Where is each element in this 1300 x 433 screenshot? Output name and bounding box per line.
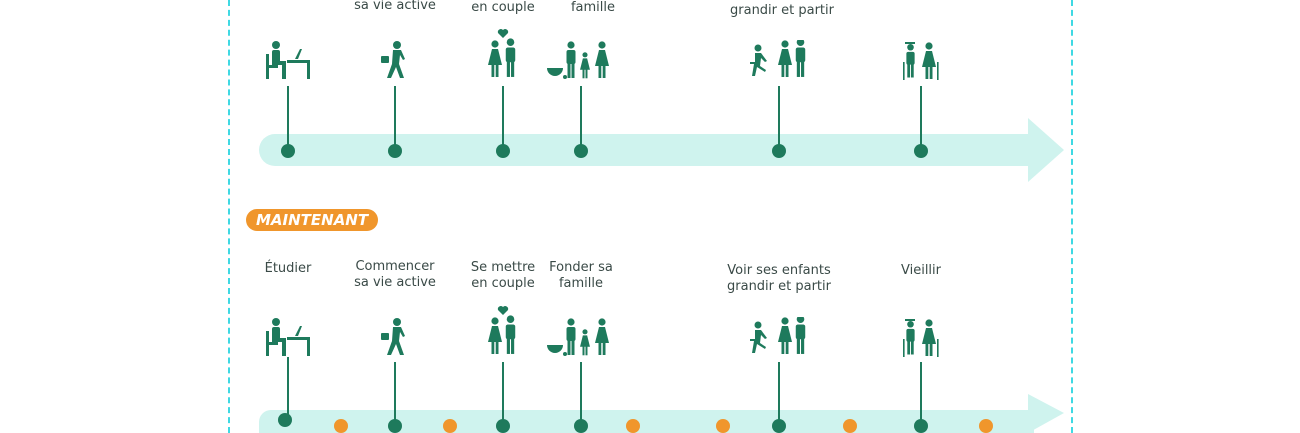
milestone-dot xyxy=(574,419,588,433)
milestone-label: Étudier xyxy=(265,261,312,277)
timeline-stem xyxy=(394,86,396,150)
elderly-couple-icon xyxy=(902,317,940,357)
arrow-head-top xyxy=(1028,118,1064,182)
milestone-label: Vieillir xyxy=(901,263,941,279)
maintenant-badge: MAINTENANT xyxy=(246,209,379,231)
couple-heart-icon xyxy=(486,28,520,78)
milestone-dot xyxy=(281,144,295,158)
milestone-dot xyxy=(772,144,786,158)
label-line-2: famille xyxy=(558,276,604,291)
couple-heart-icon xyxy=(486,305,520,355)
label-line-1: Voir ses enfants xyxy=(727,263,831,278)
timeline-stem xyxy=(287,86,289,150)
timeline-stem xyxy=(778,362,780,424)
top-label-famille: famille xyxy=(570,0,616,15)
label-line-1: Se mettre xyxy=(470,260,536,275)
orange-marker-dot xyxy=(716,419,730,433)
label-line-2: sa vie active xyxy=(354,275,436,290)
label-line-1: Étudier xyxy=(264,261,312,276)
orange-marker-dot xyxy=(626,419,640,433)
milestone-dot xyxy=(914,419,928,433)
milestone-dot xyxy=(388,419,402,433)
milestone-dot xyxy=(278,413,292,427)
timeline-stem xyxy=(920,86,922,150)
milestone-dot xyxy=(388,144,402,158)
label-line-1: Fonder sa xyxy=(549,260,613,275)
timeline-stem xyxy=(502,362,504,424)
orange-marker-dot xyxy=(843,419,857,433)
label-line-1: Commencer xyxy=(355,259,435,274)
timeline-stem xyxy=(394,362,396,424)
label-line-1: Vieillir xyxy=(900,263,942,278)
timeline-stem xyxy=(778,86,780,150)
family-stroller-icon xyxy=(547,317,615,357)
timeline-stem xyxy=(580,86,582,150)
elderly-couple-icon xyxy=(902,40,940,80)
family-stroller-icon xyxy=(547,40,615,80)
arrow-head-bottom xyxy=(1028,394,1064,433)
orange-marker-dot xyxy=(443,419,457,433)
walking-worker-icon xyxy=(379,40,411,80)
top-label-vie-active: sa vie active xyxy=(354,0,436,13)
top-label-grandir: grandir et partir xyxy=(730,3,834,18)
dashed-border-left xyxy=(228,0,230,433)
timeline-stem xyxy=(920,362,922,424)
timeline-stem xyxy=(287,357,289,420)
milestone-dot xyxy=(772,419,786,433)
student-desk-icon xyxy=(265,40,311,80)
child-leaving-icon xyxy=(748,315,810,355)
orange-marker-dot xyxy=(334,419,348,433)
walking-worker-icon xyxy=(379,317,411,357)
label-line-2: grandir et partir xyxy=(727,279,831,294)
child-leaving-icon xyxy=(748,38,810,78)
orange-marker-dot xyxy=(979,419,993,433)
label-line-2: en couple xyxy=(471,276,535,291)
milestone-dot xyxy=(496,144,510,158)
milestone-dot xyxy=(496,419,510,433)
student-desk-icon xyxy=(265,317,311,357)
top-label-couple: en couple xyxy=(471,0,535,15)
milestone-dot xyxy=(574,144,588,158)
timeline-stem xyxy=(580,362,582,424)
dashed-border-right xyxy=(1071,0,1073,433)
timeline-stem xyxy=(502,86,504,150)
milestone-dot xyxy=(914,144,928,158)
